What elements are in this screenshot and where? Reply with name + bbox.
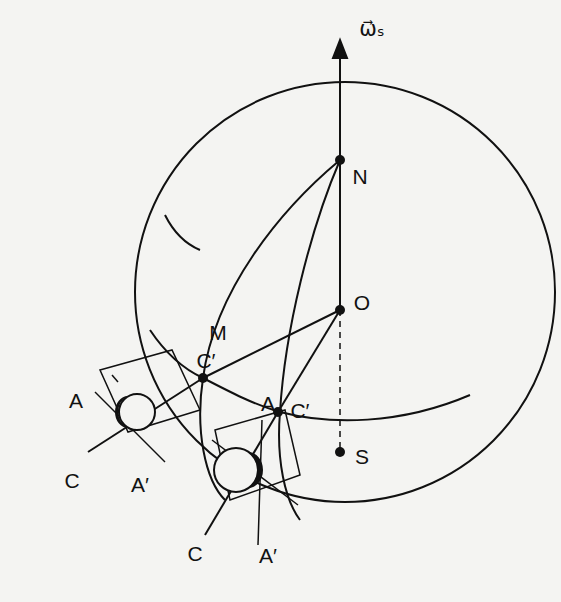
point-label: A′ <box>131 474 149 495</box>
point-label: O <box>354 292 370 313</box>
point-label: C′ <box>290 400 309 421</box>
point-label: C <box>64 470 79 491</box>
point-label: S <box>355 446 369 467</box>
point-label: ω⃗ₛ <box>359 18 384 39</box>
point-label: M <box>209 322 227 343</box>
point-label: A <box>261 393 275 414</box>
point-label: A′ <box>259 545 277 566</box>
point-label: C <box>187 543 202 564</box>
point-label: N <box>352 166 367 187</box>
point-label: A <box>69 390 83 411</box>
point-label: C′ <box>196 350 215 371</box>
